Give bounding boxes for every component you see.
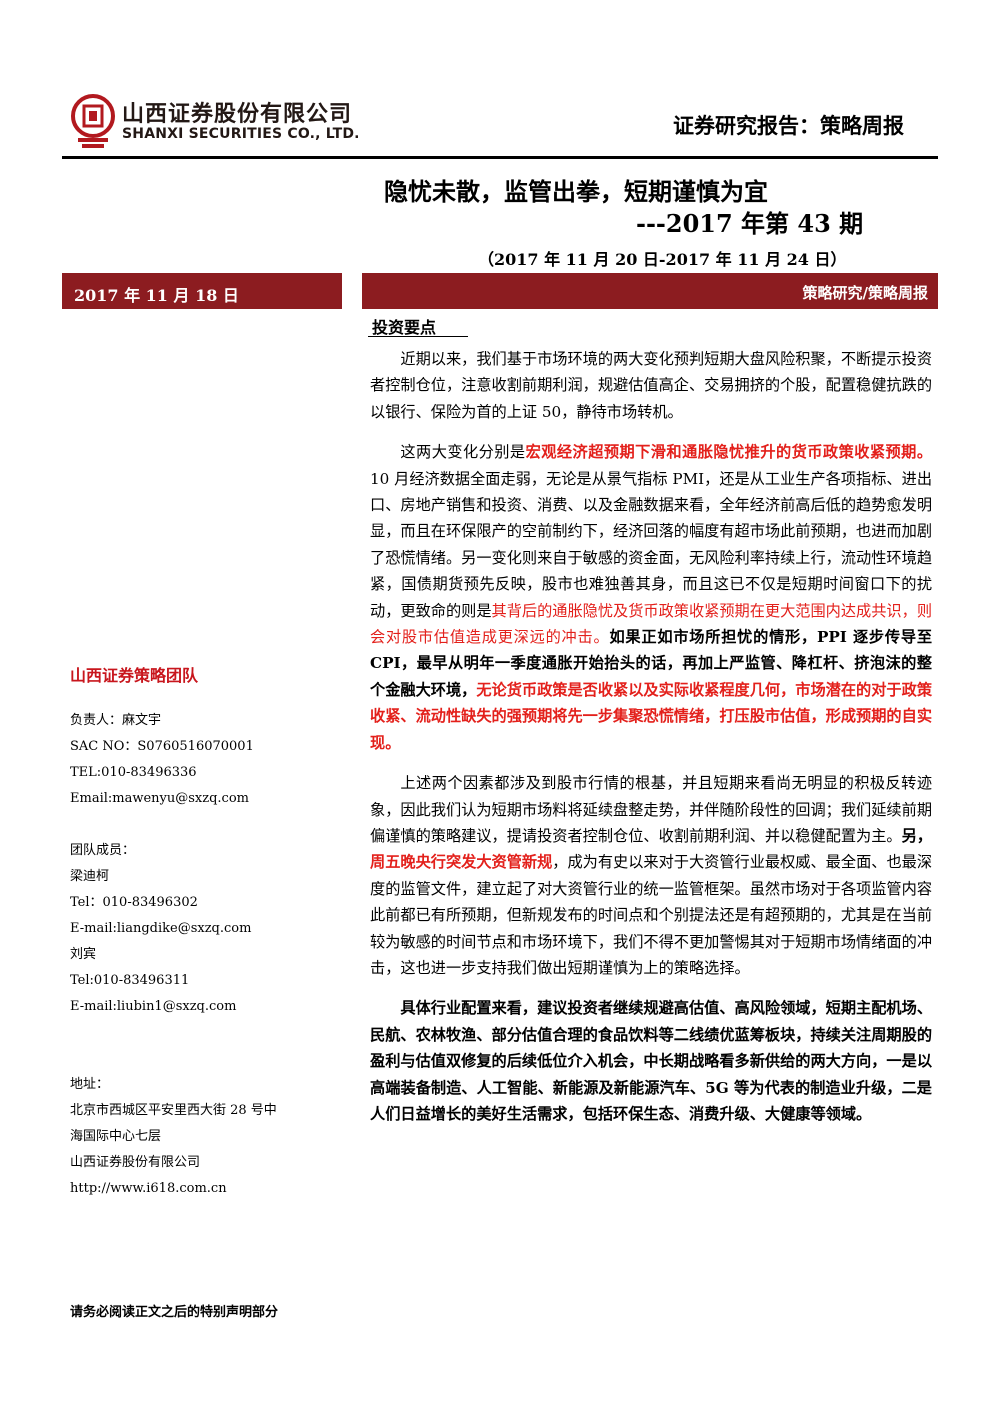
address-line: 北京市西城区平安里西大街 28 号中 xyxy=(70,1103,277,1118)
text-segment: 近期以来，我们基于市场环境的两大变化预判短期大盘风险积聚，不断提示投资者控制仓位… xyxy=(370,350,932,421)
highlight-text: 宏观经济超预期下滑和通胀隐忧推升的货币政策收紧预期。 xyxy=(525,443,933,462)
lead-email[interactable]: Email:mawenyu@sxzq.com xyxy=(70,791,249,806)
text-segment: 上述两个因素都涉及到股市行情的根基，并且短期来看尚无明显的积极反转迹象，因此我们… xyxy=(370,774,932,845)
sac-number: SAC NO：S0760516070001 xyxy=(70,739,254,754)
lead-tel: TEL:010-83496336 xyxy=(70,765,197,780)
publish-date: 2017 年 11 月 18 日 xyxy=(74,286,239,305)
address-line: 海国际中心七层 xyxy=(70,1129,162,1144)
report-date-range: （2017 年 11 月 20 日-2017 年 11 月 24 日） xyxy=(478,250,847,269)
category-bar xyxy=(362,273,938,309)
highlight-text: 无论货币政策是否收紧以及实际收紧程度几何，市场潜在的对于政策收紧、流动性缺失的强… xyxy=(370,680,933,752)
paragraph-2: 这两大变化分别是宏观经济超预期下滑和通胀隐忧推升的货币政策收紧预期。 10 月经济… xyxy=(370,439,932,756)
logo-emblem-icon xyxy=(71,94,115,148)
text-segment: 10 月经济数据全面走弱，无论是从景气指标 PMI，还是从工业生产各项指标、进出… xyxy=(370,469,932,620)
member2-name: 刘宾 xyxy=(70,947,97,962)
section-heading: 投资要点 xyxy=(372,318,437,337)
emphasis-text: 具体行业配置来看，建议投资者继续规避高估值、高风险领域，短期主配机场、民航、农林… xyxy=(370,999,932,1123)
disclaimer-note: 请务必阅读正文之后的特别声明部分 xyxy=(70,1305,279,1320)
paragraph-4: 具体行业配置来看，建议投资者继续规避高估值、高风险领域，短期主配机场、民航、农林… xyxy=(370,995,932,1127)
header-rule xyxy=(62,156,938,159)
report-title: 隐忧未散，监管出拳，短期谨慎为宜 xyxy=(384,178,768,206)
paragraph-3: 上述两个因素都涉及到股市行情的根基，并且短期来看尚无明显的积极反转迹象，因此我们… xyxy=(370,770,932,981)
report-issue: ---2017 年第 43 期 xyxy=(636,209,864,238)
date-bar xyxy=(62,273,342,309)
team-title: 山西证券策略团队 xyxy=(70,666,199,685)
text-segment: ，成为有史以来对于大资管行业最权威、最全面、也最深度的监管文件，建立起了对大资管… xyxy=(370,853,933,977)
address-line: 山西证券股份有限公司 xyxy=(70,1155,201,1170)
paragraph-1: 近期以来，我们基于市场环境的两大变化预判短期大盘风险积聚，不断提示投资者控制仓位… xyxy=(370,346,932,425)
company-name-en: SHANXI SECURITIES CO., LTD. xyxy=(122,126,360,142)
report-type: 证券研究报告：策略周报 xyxy=(673,114,904,138)
member2-tel: Tel:010-83496311 xyxy=(70,973,190,988)
address-label: 地址： xyxy=(70,1077,110,1092)
emphasis-text: 如果正如市场所担忧的情形，PPI 逐步传导至 CPI，最早从明年一季度通胀开始抬… xyxy=(370,628,933,699)
members-label: 团队成员： xyxy=(70,843,136,858)
company-logo: 山西证券股份有限公司 SHANXI SECURITIES CO., LTD. xyxy=(70,92,359,158)
report-category: 策略研究/策略周报 xyxy=(802,284,928,302)
member2-email[interactable]: E-mail:liubin1@sxzq.com xyxy=(70,999,237,1014)
website-link[interactable]: http://www.i618.com.cn xyxy=(70,1181,227,1196)
member1-tel: Tel：010-83496302 xyxy=(70,895,198,910)
company-name-cn: 山西证券股份有限公司 xyxy=(122,102,353,127)
text-segment: 这两大变化分别是 xyxy=(400,443,526,462)
member1-email[interactable]: E-mail:liangdike@sxzq.com xyxy=(70,921,252,936)
highlight-text: 周五晚央行突发大资管新规 xyxy=(370,853,553,872)
section-underline xyxy=(368,336,468,337)
highlight-text: 其背后的通胀隐忧及货币政策收紧预期在更大范围内达成共识，则会对股市估值造成更深远… xyxy=(370,601,933,647)
emphasis-text: 另， xyxy=(901,826,933,845)
lead-analyst: 负责人：麻文宇 xyxy=(70,713,162,728)
member1-name: 梁迪柯 xyxy=(70,869,110,884)
body-text: 近期以来，我们基于市场环境的两大变化预判短期大盘风险积聚，不断提示投资者控制仓位… xyxy=(370,346,932,1141)
